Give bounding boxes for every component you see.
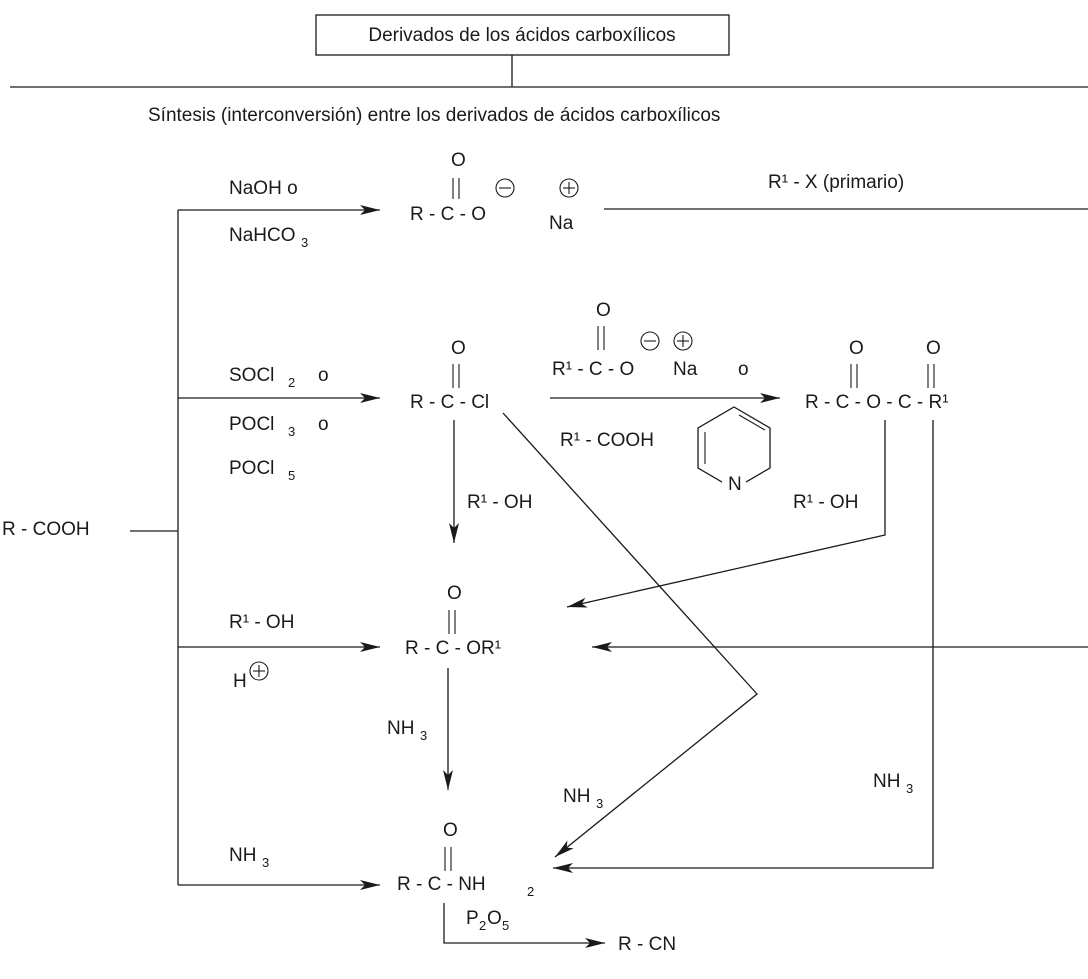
ester: O R - C - OR¹ xyxy=(405,583,501,659)
svg-text:O: O xyxy=(447,583,462,604)
svg-text:3: 3 xyxy=(262,855,269,870)
reagent-socl2: SOCl 2 o xyxy=(229,365,329,390)
svg-text:NaHCO: NaHCO xyxy=(229,225,296,246)
carboxylate-salt: O R - C - O Na xyxy=(410,150,579,234)
svg-text:POCl: POCl xyxy=(229,458,274,479)
svg-text:H: H xyxy=(233,671,247,692)
arrow-anhydride-to-ester xyxy=(566,420,886,608)
svg-text:O: O xyxy=(451,338,466,359)
svg-text:R - C - NH: R - C - NH xyxy=(397,874,486,895)
svg-text:O: O xyxy=(849,338,864,359)
reagent-nh3-acyl: NH 3 xyxy=(563,786,603,811)
svg-text:2: 2 xyxy=(288,375,295,390)
arrow-anhydride-to-amide xyxy=(553,420,934,873)
title-text: Derivados de los ácidos carboxílicos xyxy=(368,25,675,46)
svg-text:o: o xyxy=(738,359,749,380)
svg-text:3: 3 xyxy=(420,728,427,743)
svg-text:O: O xyxy=(443,820,458,841)
reagent-nh3-ester: NH 3 xyxy=(387,718,427,743)
reagent-p2o5: P 2 O 5 xyxy=(466,908,509,933)
svg-text:R - C - Cl: R - C - Cl xyxy=(410,392,489,413)
svg-text:2: 2 xyxy=(479,918,486,933)
acyl-chloride: O R - C - Cl xyxy=(410,338,489,413)
svg-text:O: O xyxy=(926,338,941,359)
svg-text:3: 3 xyxy=(596,796,603,811)
reagent-nh3-anhydride: NH 3 xyxy=(873,771,913,796)
svg-text:O: O xyxy=(596,300,611,321)
reagent-pocl5: POCl 5 xyxy=(229,458,295,483)
svg-text:3: 3 xyxy=(288,424,295,439)
reagent-naoh: NaOH o xyxy=(229,178,298,199)
svg-text:R - C - O: R - C - O xyxy=(410,204,486,225)
anhydride: O O R - C - O - C - R¹ xyxy=(805,338,949,413)
svg-text:Na: Na xyxy=(549,213,574,234)
svg-text:NH: NH xyxy=(563,786,590,807)
nitrile: R - CN xyxy=(618,934,676,955)
reagent-pocl3: POCl 3 o xyxy=(229,414,329,439)
svg-text:3: 3 xyxy=(301,235,308,250)
title-box xyxy=(315,14,730,56)
svg-text:NH: NH xyxy=(229,845,256,866)
svg-text:o: o xyxy=(318,365,329,386)
pyridine-n-label: N xyxy=(728,474,742,495)
reagent-r1oh-acid: R¹ - OH xyxy=(229,612,294,633)
svg-text:NH: NH xyxy=(873,771,900,792)
reagent-r1oh-anhydride: R¹ - OH xyxy=(793,492,858,513)
reagent-h-plus: H xyxy=(233,661,269,692)
reagent-r1oh-acyl: R¹ - OH xyxy=(467,492,532,513)
svg-text:2: 2 xyxy=(527,884,534,899)
svg-text:O: O xyxy=(487,908,502,929)
pyridine-ring: N xyxy=(697,406,771,495)
svg-text:R - C - OR¹: R - C - OR¹ xyxy=(405,638,501,659)
svg-text:3: 3 xyxy=(906,781,913,796)
svg-text:O: O xyxy=(451,150,466,171)
svg-text:R - C - O - C - R¹: R - C - O - C - R¹ xyxy=(805,392,949,413)
amide: O R - C - NH 2 xyxy=(397,820,534,899)
svg-text:POCl: POCl xyxy=(229,414,274,435)
arrow-acyl-chloride-to-amide xyxy=(502,412,758,858)
svg-text:NH: NH xyxy=(387,718,414,739)
svg-text:P: P xyxy=(466,908,479,929)
svg-text:5: 5 xyxy=(502,918,509,933)
svg-text:SOCl: SOCl xyxy=(229,365,274,386)
svg-text:o: o xyxy=(318,414,329,435)
reagent-r1-cooh: R¹ - COOH xyxy=(560,430,654,451)
svg-text:Na: Na xyxy=(673,359,698,380)
reagent-nh3-acid: NH 3 xyxy=(229,845,269,870)
subtitle: Síntesis (interconversión) entre los der… xyxy=(148,105,720,126)
svg-text:R¹ - C - O: R¹ - C - O xyxy=(552,359,634,380)
reagent-r1-carboxylate: O R¹ - C - O Na o xyxy=(552,300,749,380)
arrow-amide-to-nitrile xyxy=(443,903,605,948)
starting-material: R - COOH xyxy=(2,519,90,540)
reagent-r1x: R¹ - X (primario) xyxy=(768,172,904,193)
reagent-nahco3: NaHCO 3 xyxy=(229,225,308,250)
svg-text:5: 5 xyxy=(288,468,295,483)
